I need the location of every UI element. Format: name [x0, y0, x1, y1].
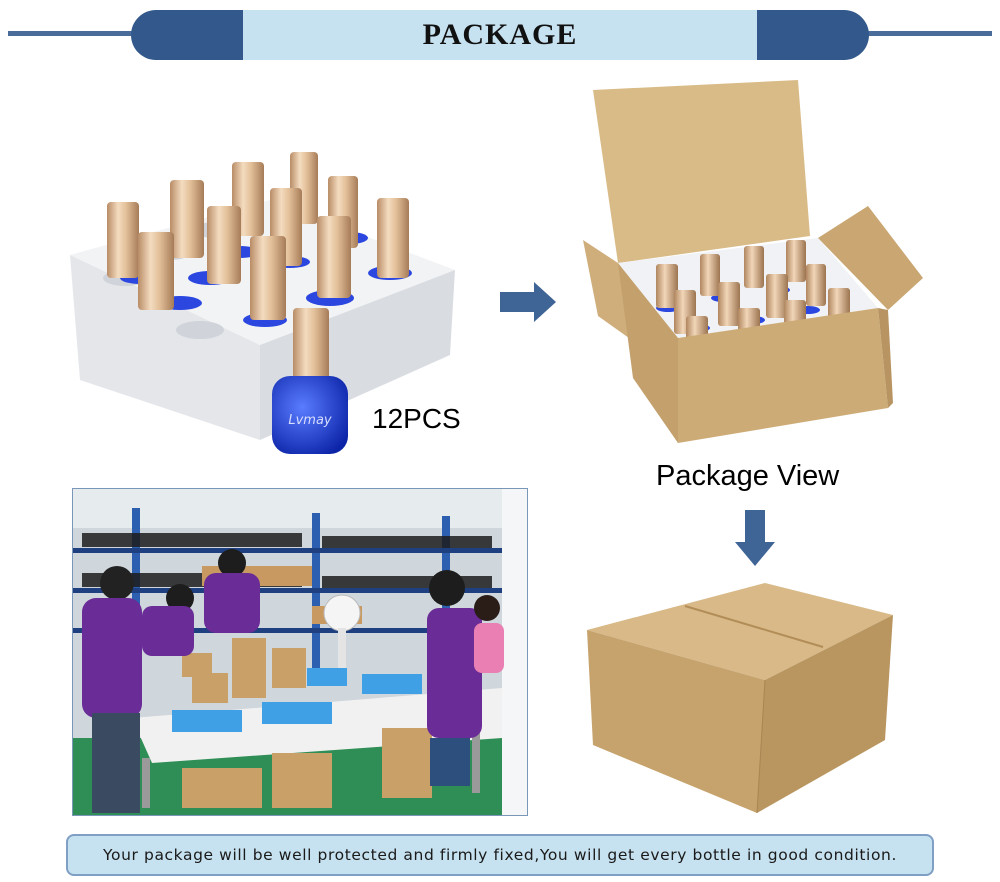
header-banner: PACKAGE [131, 10, 869, 60]
closed-box-image [585, 575, 897, 815]
factory-illustration [72, 488, 528, 816]
bottle-brand-label: Lvmay [288, 413, 332, 428]
footer-text: Your package will be well protected and … [103, 846, 897, 864]
open-box-illustration [583, 80, 923, 443]
header-title-panel: PACKAGE [243, 10, 757, 60]
arrow-right-icon [500, 282, 560, 327]
closed-box-illustration [587, 583, 893, 814]
open-box-image [578, 78, 928, 448]
header-line-right [852, 31, 992, 36]
header-line-left [8, 31, 148, 36]
package-view-label: Package View [656, 460, 840, 492]
footer-banner: Your package will be well protected and … [66, 834, 934, 876]
quantity-label: 12PCS [372, 403, 461, 434]
bottles-foam-tray-image: Lvmay [60, 140, 480, 470]
page-title: PACKAGE [422, 18, 578, 51]
foam-tray-illustration: Lvmay [70, 152, 455, 454]
arrow-down-icon [735, 510, 775, 573]
factory-workers-photo [72, 488, 528, 816]
